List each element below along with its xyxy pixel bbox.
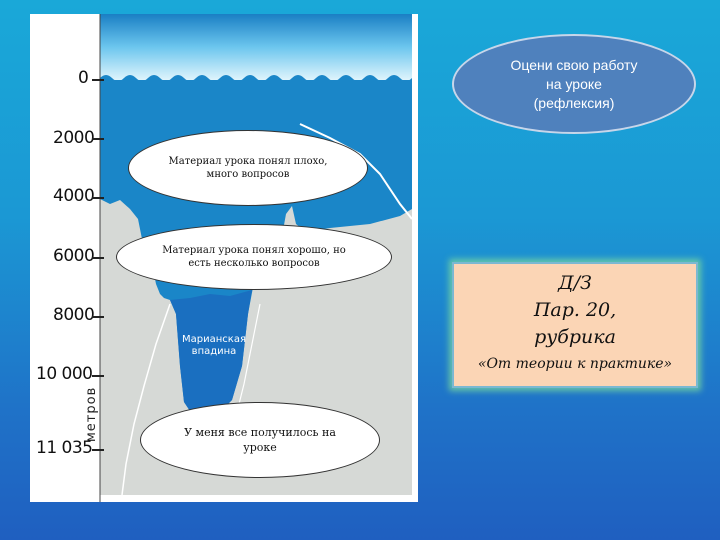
depth-tick-4000 (92, 197, 104, 199)
depth-tick-8000 (92, 316, 104, 318)
homework-line-3: рубрика (534, 326, 616, 348)
homework-box: Д/З Пар. 20, рубрика «От теории к практи… (452, 262, 698, 388)
depth-label-4000: 4000 (53, 186, 95, 206)
homework-line-2: Пар. 20, (533, 299, 617, 321)
option-oval-poor-text: Материал урока понял плохо, много вопрос… (168, 156, 328, 180)
fault-line (121, 303, 171, 496)
depth-unit-label: метров (84, 386, 99, 442)
depth-label-2000: 2000 (53, 128, 95, 148)
option-oval-excellent-text: У меня все получилось на уроке (184, 426, 336, 454)
option-oval-poor[interactable]: Материал урока понял плохо, много вопрос… (128, 130, 368, 206)
homework-line-1: Д/З (558, 272, 592, 294)
trench (170, 290, 252, 416)
option-oval-good[interactable]: Материал урока понял хорошо, но есть нес… (116, 224, 392, 290)
depth-tick-2000 (92, 138, 104, 140)
sky-area (100, 14, 412, 80)
homework-line-4: «От теории к практике» (477, 356, 673, 372)
reflection-line-2: на уроке (546, 75, 602, 92)
trench-label-line-2: впадина (191, 346, 237, 357)
option-oval-good-text: Материал урока понял хорошо, но есть нес… (162, 245, 346, 269)
depth-label-8000: 8000 (53, 305, 95, 325)
depth-label-11035: 11 035 (36, 438, 93, 458)
ridge-line (299, 123, 413, 220)
option-oval-excellent[interactable]: У меня все получилось на уроке (140, 402, 380, 478)
reflection-oval: Оцени свою работу на уроке (рефлексия) (452, 34, 696, 134)
depth-tick-6000 (92, 257, 104, 259)
trench-label-line-1: Марианская (182, 334, 246, 345)
depth-tick-11035 (92, 449, 104, 451)
trench-label: Марианская впадина (174, 334, 254, 358)
depth-tick-10000 (92, 375, 104, 377)
reflection-line-1: Оцени свою работу (510, 56, 638, 73)
depth-label-6000: 6000 (53, 246, 95, 266)
reflection-line-3: (рефлексия) (533, 94, 615, 111)
water-surface (100, 75, 412, 86)
depth-tick-0 (92, 79, 104, 81)
depth-label-0: 0 (78, 68, 89, 88)
depth-label-10000: 10 000 (36, 364, 93, 384)
